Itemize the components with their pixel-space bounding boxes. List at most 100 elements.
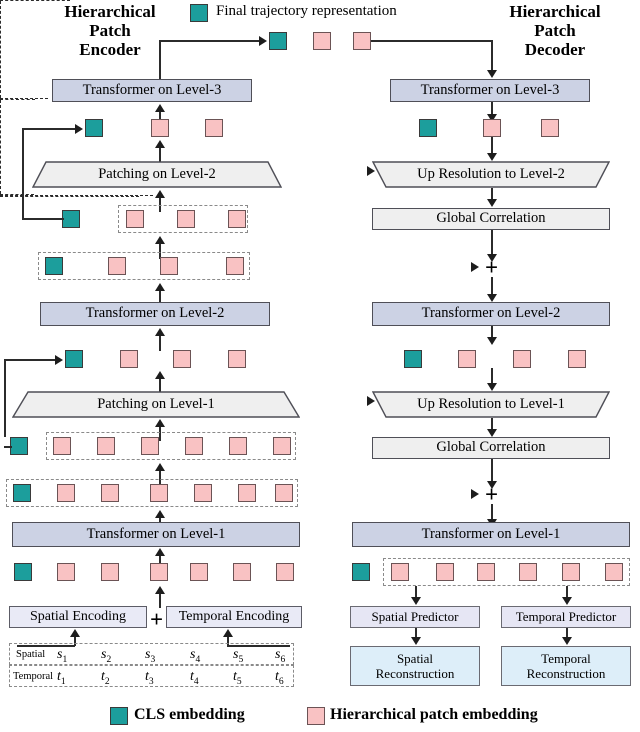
enc-l3-output-run — [159, 40, 259, 42]
spatial-predictor-in-line — [415, 586, 417, 600]
temporal-token-row — [9, 665, 294, 687]
enc-l2-tok-to-patch-arrow — [155, 236, 165, 244]
enc-l2-in-token-2 — [173, 350, 191, 368]
temporal-token-2: t2 — [101, 669, 110, 687]
enc-transformer-l1-label: Transformer on Level-1 — [86, 525, 226, 542]
enc-l1-token-6 — [275, 484, 293, 502]
skip-l2-arrowhead — [367, 166, 375, 176]
enc-l3-cls-token — [85, 119, 103, 137]
dec-globalcorr-l2: Global Correlation — [372, 208, 610, 230]
spatial-token-4: s4 — [190, 647, 201, 665]
skip-l1-run-to-upres — [0, 194, 34, 195]
temporal-reconstruction-box: Temporal Reconstruction — [501, 646, 631, 686]
enc-patching-l1-label: Patching on Level-1 — [97, 396, 215, 412]
dec-globalcorr-l1-label: Global Correlation — [436, 439, 546, 456]
dec-upres-l1-out-arrow — [487, 429, 497, 437]
dec-l3-to-upres-arrow — [487, 153, 497, 161]
spatial-predictor-label: Spatial Predictor — [371, 609, 459, 625]
dec-output-token-4 — [519, 563, 537, 581]
enc-cls-rail-l1-arrow — [55, 355, 63, 365]
enc-l2-out-line — [159, 288, 161, 305]
enc-input-token-5 — [233, 563, 251, 581]
decoder-input-arrowhead — [487, 70, 497, 78]
spatial-token-2: s2 — [101, 647, 112, 665]
enc-l2-patched-group — [118, 205, 248, 233]
dec-upres-l1: Up Resolution to Level-1 — [372, 391, 610, 418]
temporal-predictor-in-arrow — [562, 597, 572, 605]
skip-l1-riser — [0, 100, 1, 194]
enc-patch-l2-in-arrow — [155, 190, 165, 198]
dec-merge-l2-symbol: + — [485, 255, 499, 280]
dec-output-token-2 — [436, 563, 454, 581]
skip-l1-run-right — [0, 99, 35, 100]
spatial-feed-arrow — [70, 629, 80, 637]
temporal-feed-vert — [227, 634, 229, 646]
enc-l1-tok-to-patch-line — [159, 468, 161, 485]
temporal-feed-horz — [227, 645, 290, 647]
dec-upres-l1-out-line — [491, 418, 493, 432]
enc-l1-out-arrow — [155, 510, 165, 518]
dec-upres-l2-label: Up Resolution to Level-2 — [417, 166, 565, 182]
enc-l1-patched-token-1 — [53, 437, 71, 455]
enc-input-token-3 — [150, 563, 168, 581]
temporal-reconstruction-line-2: Reconstruction — [526, 666, 606, 681]
dec-l2-token-1 — [458, 350, 476, 368]
temporal-token-6: t6 — [275, 669, 284, 687]
dec-transformer-l2-label: Transformer on Level-2 — [421, 305, 561, 322]
dec-merge-l1-symbol: + — [485, 482, 499, 507]
skip-l1-merge-run — [0, 196, 139, 197]
final-patch-token-2 — [353, 32, 371, 50]
enc-l2-out-arrow — [155, 283, 165, 291]
dec-upres-l2-out-arrow — [487, 199, 497, 207]
enc-l1-token-2 — [101, 484, 119, 502]
dec-upres-l2-out-line — [491, 188, 493, 202]
dec-l2-cls-token — [404, 350, 422, 368]
enc-cls-rail-l3-vert — [22, 128, 24, 176]
enc-cls-rail-l1-horz — [4, 359, 55, 361]
decoder-input-drop — [491, 40, 493, 72]
enc-l1-cls-token — [13, 484, 31, 502]
enc-patching-l1: Patching on Level-1 — [12, 391, 300, 418]
enc-l2-token-group — [38, 252, 250, 280]
spatial-reconstruction-box: Spatial Reconstruction — [350, 646, 480, 686]
spatial-feed-horz — [17, 645, 75, 647]
enc-patch-l1-out-arrow — [155, 371, 165, 379]
dec-upres-l1-label: Up Resolution to Level-1 — [417, 396, 565, 412]
final-trajectory-caption: Final trajectory representation — [216, 3, 397, 19]
enc-l2-token-3 — [226, 257, 244, 275]
dec-globalcorr-l2-label: Global Correlation — [436, 210, 546, 227]
enc-input-token-6 — [276, 563, 294, 581]
temporal-encoding-box: Temporal Encoding — [166, 606, 302, 628]
skip-l2-run-right — [0, 0, 70, 1]
dec-gc1-to-merge-line — [491, 459, 493, 485]
enc-l2-cls-token — [45, 257, 63, 275]
enc-l2-in-cls — [65, 350, 83, 368]
spatial-token-1: s1 — [57, 647, 68, 665]
enc-l2-patched-token-3 — [228, 210, 246, 228]
skip-l2-merge-run — [0, 195, 153, 196]
enc-l2-tok-to-patch-line — [159, 241, 161, 259]
enc-l1-patched-cls — [10, 437, 28, 455]
dec-l2-to-upres1-line — [491, 368, 493, 386]
spatial-encoding-box: Spatial Encoding — [9, 606, 147, 628]
enc-cls-rail-l3-arrow — [75, 124, 83, 134]
spatial-predictor-in-arrow — [411, 597, 421, 605]
dec-merge-l1-out-line — [491, 504, 493, 522]
temporal-feed-arrow — [223, 629, 233, 637]
enc-cls-rail-l1p-horz — [4, 446, 12, 448]
enc-embed-sum-arrow — [155, 586, 165, 594]
enc-transformer-l3-label: Transformer on Level-3 — [82, 81, 222, 98]
dec-l3-out-line — [491, 102, 493, 118]
temporal-encoding-label: Temporal Encoding — [178, 608, 290, 624]
dec-gc2-to-merge-arrow — [487, 254, 497, 262]
enc-patch-l1-in-line — [159, 425, 161, 441]
enc-patch-l1-in-arrow — [155, 419, 165, 427]
dec-l2-out-line — [491, 326, 493, 340]
enc-transformer-l3: Transformer on Level-3 — [52, 79, 252, 102]
enc-l1-patched-token-5 — [229, 437, 247, 455]
enc-l2-patched-cls — [62, 210, 80, 228]
enc-l2-patched-token-1 — [126, 210, 144, 228]
enc-l1-token-4 — [194, 484, 212, 502]
